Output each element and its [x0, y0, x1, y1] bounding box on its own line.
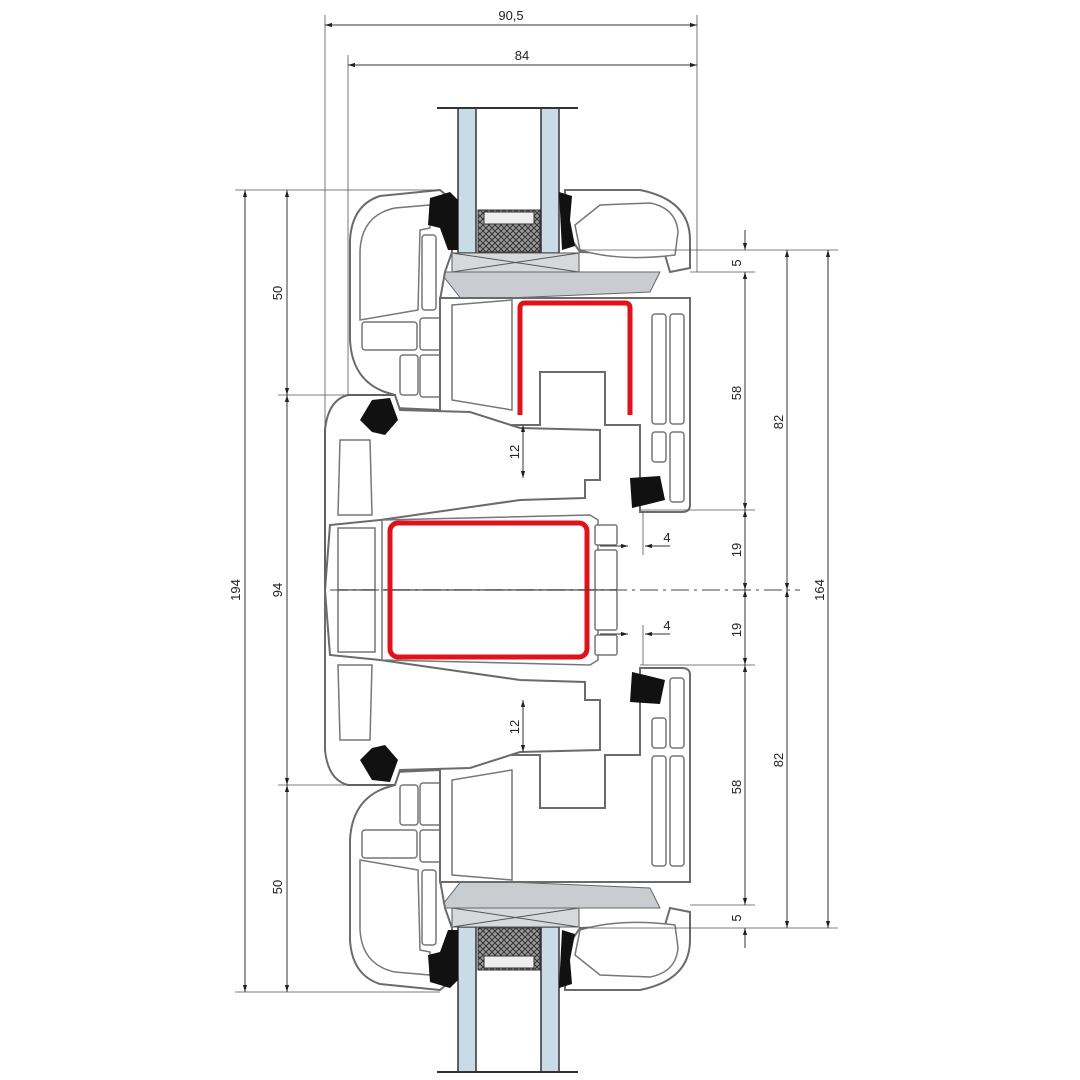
dim-offset-bottom-4: 4 [663, 618, 670, 633]
dim-offset-top-4: 4 [663, 530, 670, 545]
dim-right-top-5: 5 [729, 259, 744, 266]
dim-left-top-50: 50 [270, 286, 285, 300]
upper-steel-reinforcement [517, 300, 633, 415]
dim-total-164: 164 [812, 579, 827, 601]
dim-left-middle-94: 94 [270, 583, 285, 597]
left-dimensions: 194 50 94 50 [228, 189, 440, 993]
dim-left-bottom-50: 50 [270, 880, 285, 894]
dim-total-height-194: 194 [228, 579, 243, 601]
dim-right-bottom-82: 82 [771, 753, 786, 767]
dim-overall-depth: 90,5 [498, 8, 523, 23]
inner-dimensions: 12 12 4 4 [507, 425, 671, 752]
dim-right-bottom-19: 19 [729, 623, 744, 637]
dim-right-bottom-5: 5 [729, 914, 744, 921]
dim-sash-depth: 84 [515, 48, 529, 63]
dim-gap-top-12: 12 [507, 445, 522, 459]
dim-right-bottom-58: 58 [729, 780, 744, 794]
dim-right-top-82: 82 [771, 415, 786, 429]
top-dimensions: 90,5 84 [324, 8, 698, 590]
upper-sash [324, 107, 691, 591]
dim-right-top-19: 19 [729, 543, 744, 557]
dim-gap-bottom-12: 12 [507, 720, 522, 734]
lower-sash [324, 589, 691, 1073]
right-dimensions: 5 58 19 19 58 5 82 82 164 [580, 230, 838, 948]
dim-right-top-58: 58 [729, 386, 744, 400]
